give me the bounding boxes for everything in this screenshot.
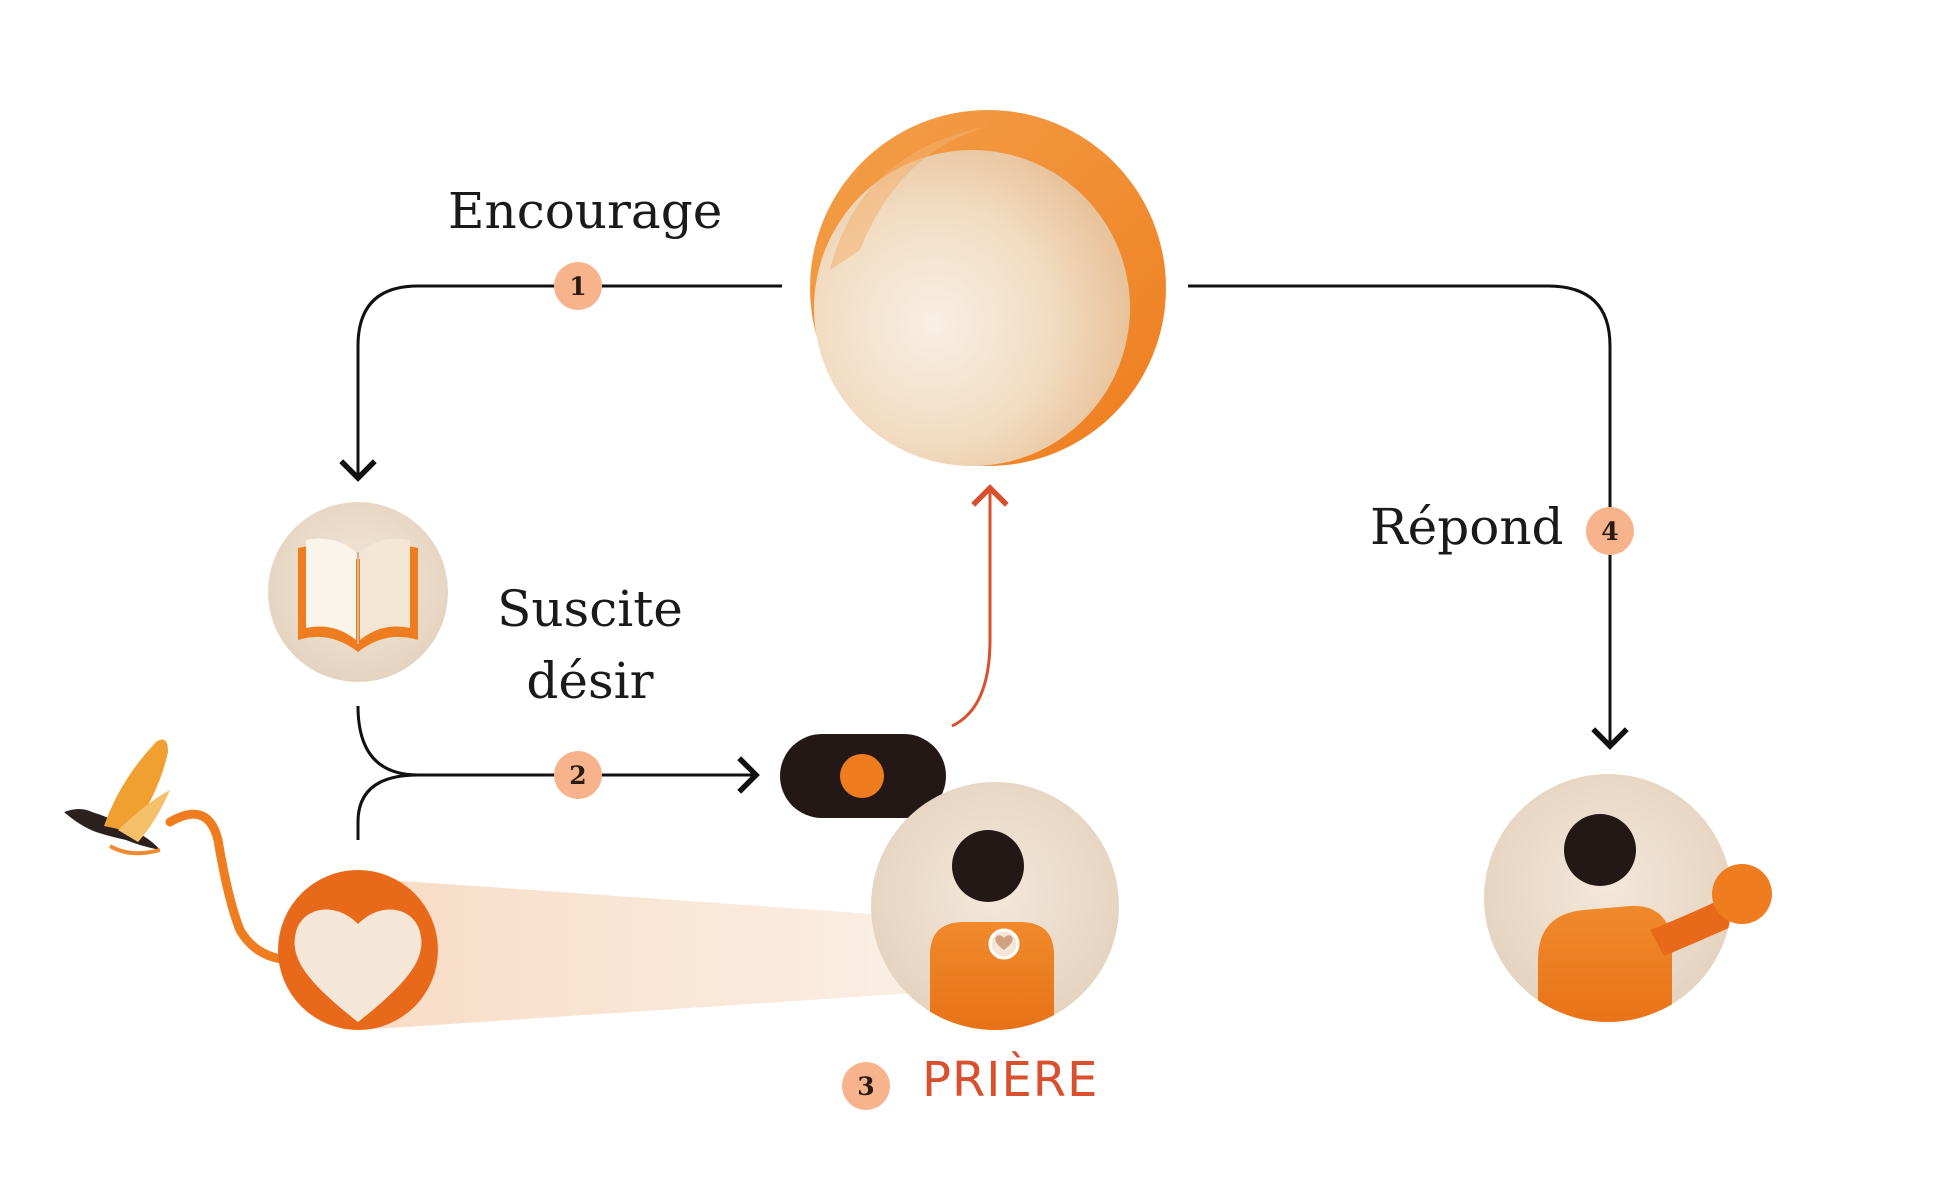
connector-heart-join (356, 773, 419, 840)
label-encourage: Encourage (448, 182, 723, 240)
dove-icon (64, 739, 295, 965)
open-book-icon (268, 502, 448, 682)
label-priere: PRIÈRE (922, 1052, 1099, 1108)
label-suscite-line1: Suscite (497, 580, 683, 638)
god-sphere-icon (810, 110, 1166, 466)
label-repond: Répond (1370, 498, 1564, 556)
heart-icon (278, 870, 438, 1030)
step-badge-3: 3 (842, 1062, 890, 1110)
connector-encourage (339, 284, 782, 482)
step-badge-2: 2 (554, 751, 602, 799)
praying-person-icon (871, 782, 1119, 1030)
connector-repond (1188, 284, 1629, 750)
step-badge-1: 1 (554, 262, 602, 310)
connector-priere (951, 484, 1009, 728)
answered-person-icon (1484, 774, 1772, 1022)
label-suscite-line2: désir (526, 652, 654, 710)
prayer-beam (360, 878, 960, 1030)
step-badge-4: 4 (1586, 507, 1634, 555)
